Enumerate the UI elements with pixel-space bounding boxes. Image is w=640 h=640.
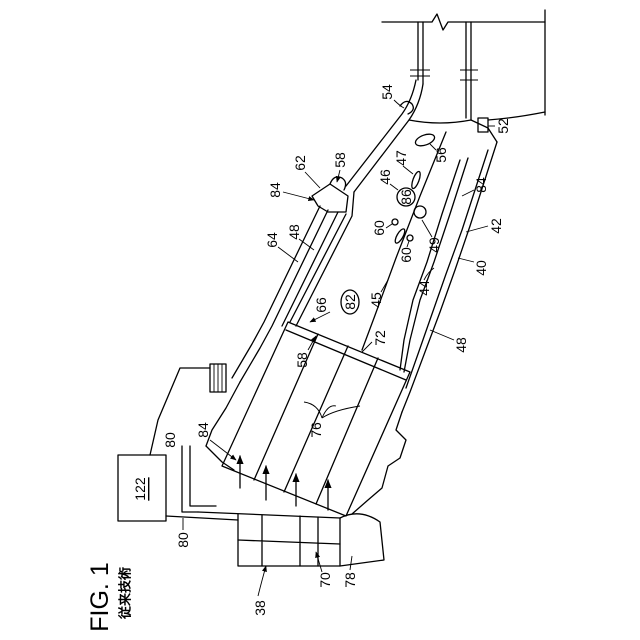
- ref-numeral-84-lower: 84: [195, 422, 211, 438]
- leader-49: [422, 220, 432, 237]
- end-cover-left-wall: [190, 446, 216, 506]
- ref-numeral-60-b: 60: [398, 247, 414, 263]
- ref-numeral-58-top: 58: [332, 152, 348, 168]
- ref-numeral-64: 64: [264, 232, 280, 248]
- turbine-casing-top: [382, 14, 545, 30]
- ref-numeral-82: 82: [342, 294, 358, 310]
- ref-numeral-84-top: 84: [267, 182, 283, 198]
- ref-numeral-80-a: 80: [162, 432, 178, 448]
- leader-58-top: [337, 170, 340, 182]
- ref-numeral-72: 72: [372, 330, 388, 346]
- bracket-76: [304, 402, 360, 418]
- small-port-upper: [392, 219, 398, 225]
- injector-ports: [392, 171, 426, 245]
- ref-numeral-66: 66: [313, 297, 329, 313]
- casing-lower-right-step: [352, 412, 406, 514]
- leader-47: [403, 166, 413, 174]
- signal-line-upper: [150, 368, 210, 455]
- ref-numeral-76: 76: [308, 422, 324, 438]
- ref-numeral-49: 49: [426, 237, 442, 253]
- casing-flange: [312, 184, 348, 212]
- figure-caption: 従来技術: [118, 567, 134, 620]
- leader-lines: [183, 100, 495, 596]
- leader-64: [278, 247, 298, 262]
- figure-title: FIG. 1: [86, 562, 114, 631]
- signal-line-lower: [166, 516, 238, 520]
- end-cover-top: [198, 512, 340, 518]
- ref-numeral-40: 40: [473, 260, 489, 276]
- ref-numeral-38: 38: [252, 600, 268, 616]
- ref-numeral-80-b: 80: [175, 532, 191, 548]
- leader-62: [305, 172, 320, 188]
- transition-piece-port: [414, 132, 436, 148]
- leader-38: [258, 566, 266, 596]
- fuel-manifold: [340, 514, 384, 566]
- lower-casing-assembly: [352, 142, 497, 514]
- ref-numeral-42: 42: [488, 218, 504, 234]
- ref-numeral-48-b: 48: [453, 337, 469, 353]
- ref-numeral-56: 56: [433, 147, 449, 163]
- small-port-lower: [407, 235, 413, 241]
- turbine-vane-ticks: [410, 70, 478, 80]
- fuel-injector-port: [414, 206, 426, 218]
- ref-numeral-52: 52: [495, 118, 511, 134]
- ref-numeral-46: 46: [377, 169, 393, 185]
- ref-numeral-45: 45: [368, 292, 384, 308]
- leader-48-b: [430, 330, 454, 340]
- igniter-fitting-ribs: [214, 364, 222, 392]
- ref-numeral-47: 47: [393, 150, 409, 166]
- ref-numeral-54: 54: [379, 84, 395, 100]
- ref-numeral-84-right: 84: [473, 177, 489, 193]
- ref-numeral-86: 86: [398, 189, 414, 205]
- transition-piece-aft-wall: [471, 120, 497, 142]
- transition-piece-exit-wall: [409, 120, 471, 123]
- ref-numeral-62: 62: [292, 155, 308, 171]
- premixer-tube-3: [316, 358, 378, 504]
- ref-numeral-60-a: 60: [371, 220, 387, 236]
- leader-70: [316, 552, 322, 572]
- end-cover-assembly: [182, 364, 384, 566]
- end-cover-partitions: [238, 515, 340, 566]
- ref-numeral-78: 78: [342, 572, 358, 588]
- ref-numeral-44: 44: [416, 280, 432, 296]
- transition-piece: [346, 80, 497, 350]
- combustor-casing-upper-outer: [232, 206, 320, 378]
- ref-numeral-58-b: 58: [294, 352, 310, 368]
- turbine-section: [382, 10, 545, 120]
- controller-box-label: 122: [132, 477, 148, 501]
- leader-78: [350, 556, 352, 570]
- ref-numeral-48-a: 48: [286, 224, 302, 240]
- turbine-vane-first: [418, 22, 423, 84]
- leader-40: [458, 258, 474, 262]
- combustor-casing-upper-inner: [240, 210, 328, 382]
- turbine-vane-second: [466, 22, 471, 120]
- leader-84-top: [283, 192, 314, 200]
- ref-numeral-70: 70: [317, 572, 333, 588]
- leader-60-b: [407, 241, 409, 247]
